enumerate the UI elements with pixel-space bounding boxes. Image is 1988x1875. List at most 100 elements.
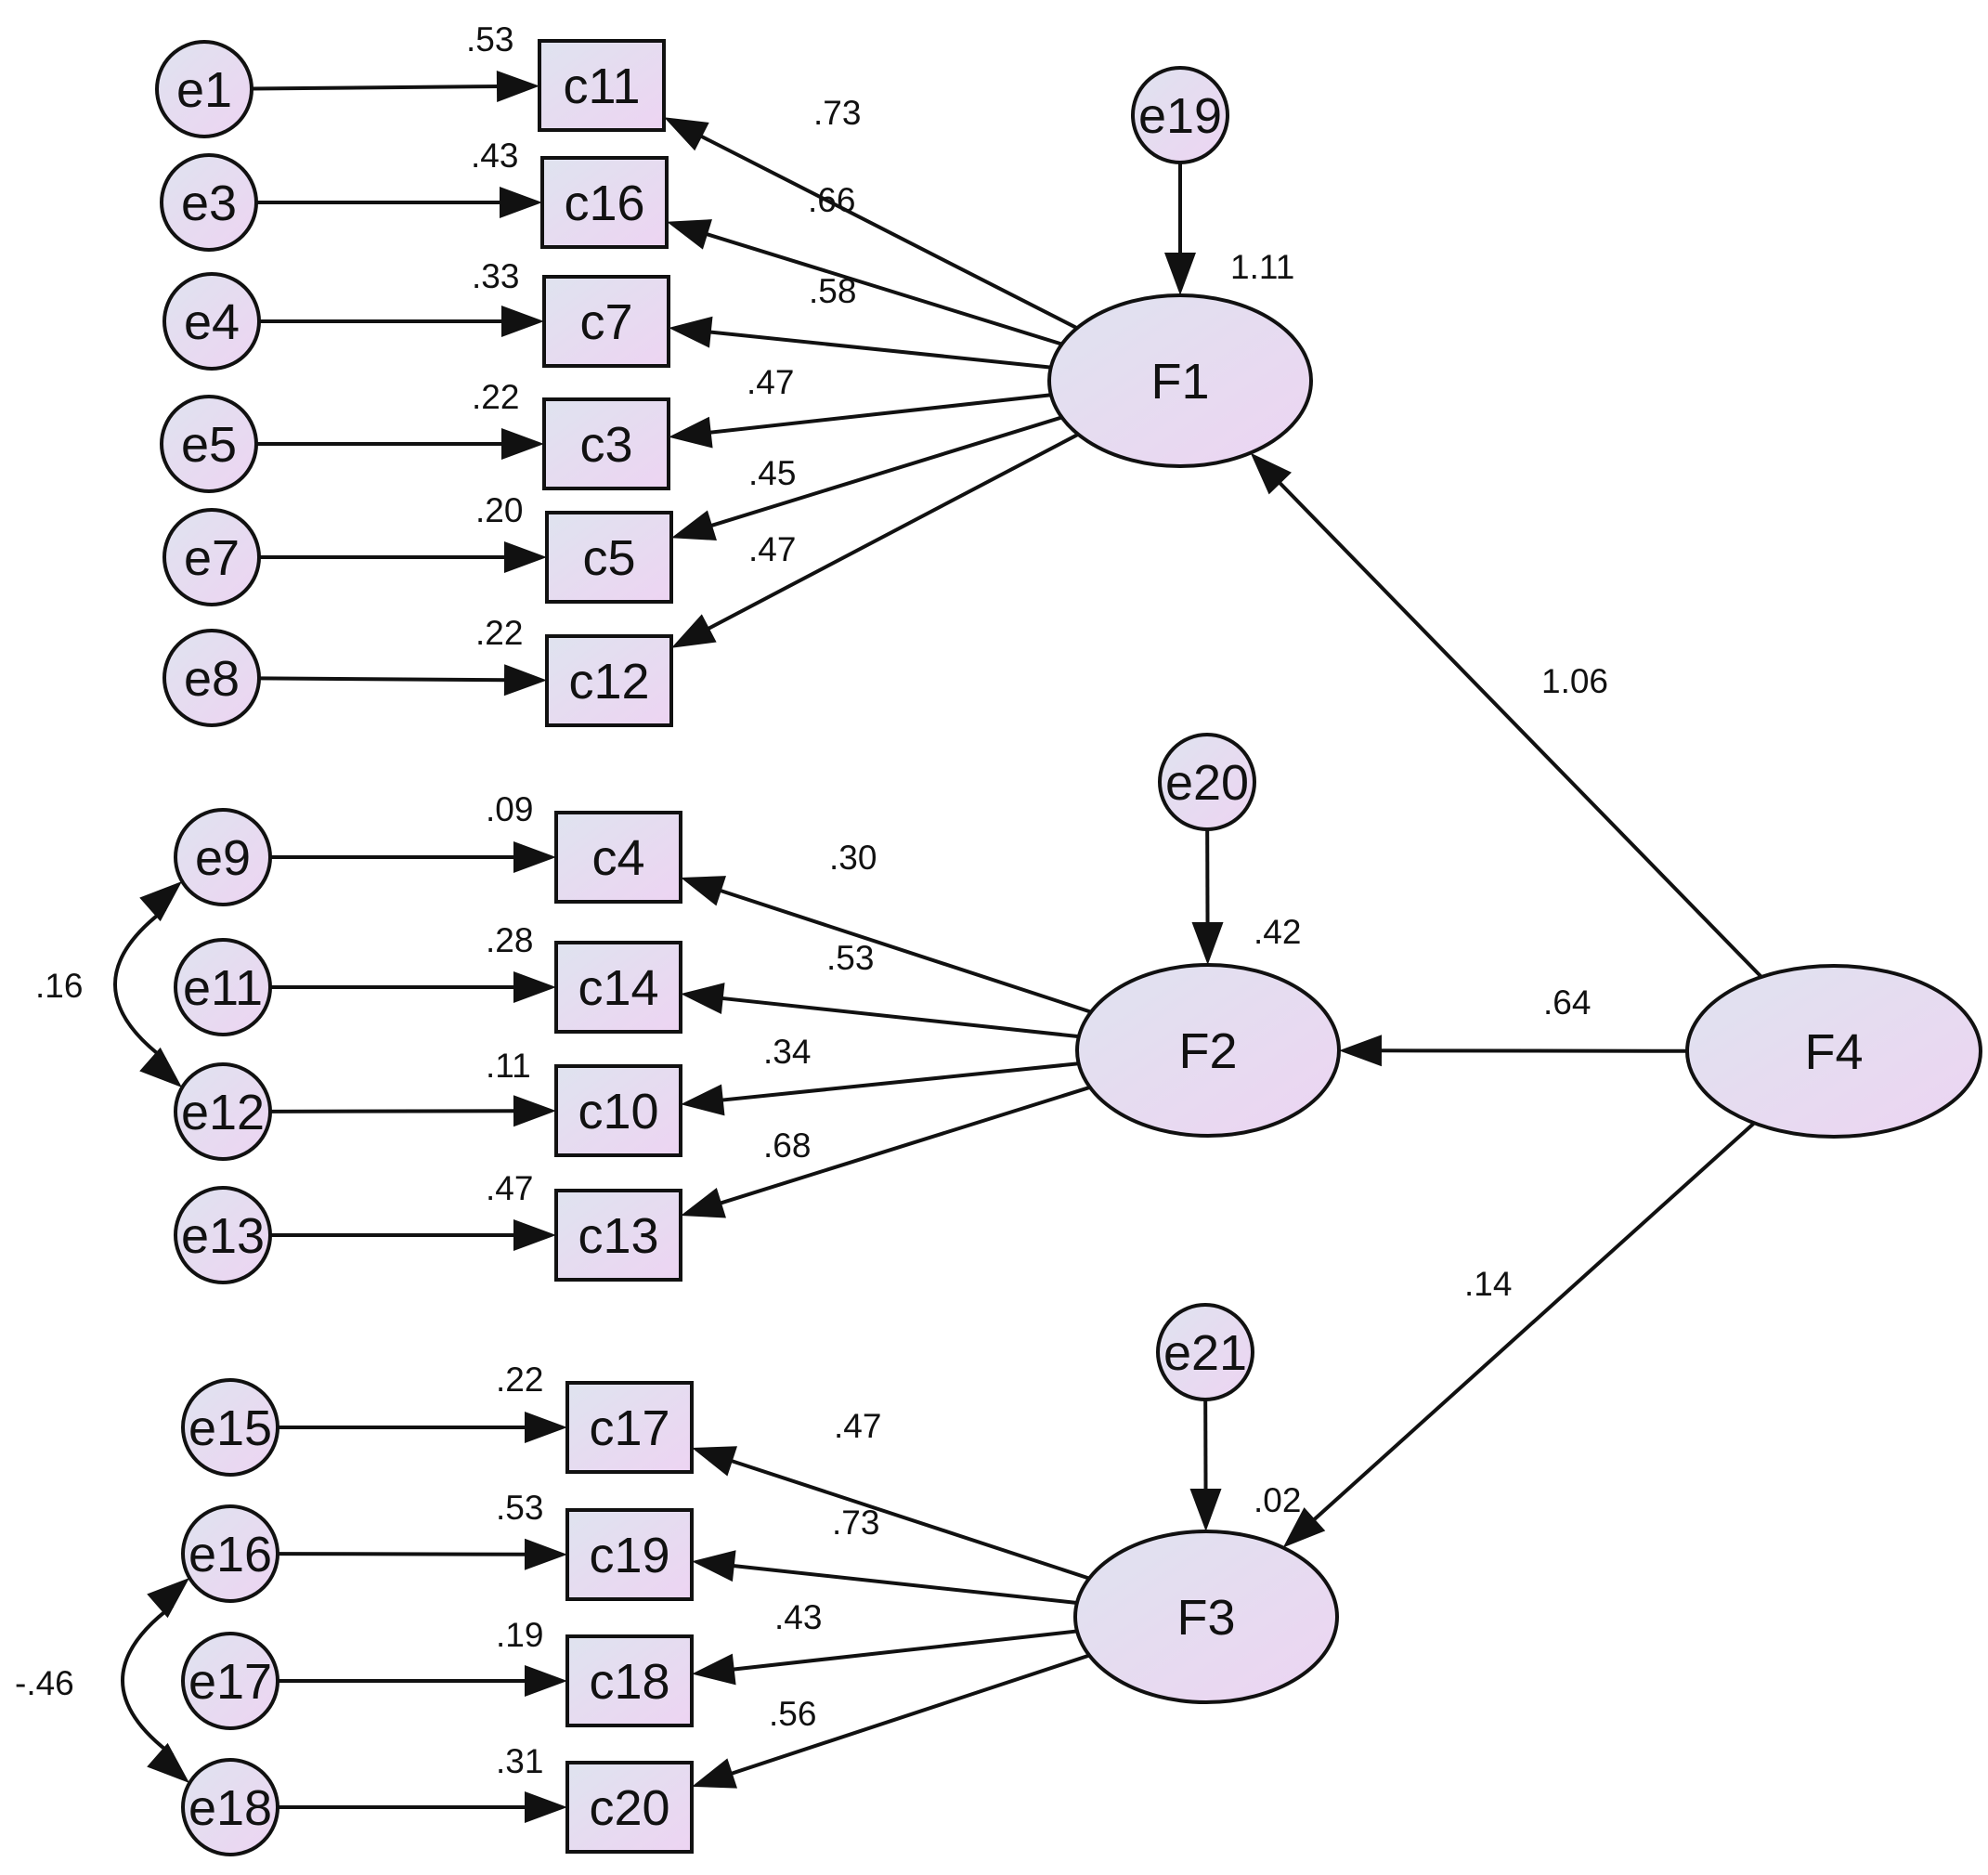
node-label: e3 <box>181 176 237 231</box>
squared-multiple-correlation: .11 <box>486 1047 531 1085</box>
node-c20: c20 <box>565 1761 694 1854</box>
arrowhead <box>1250 452 1292 495</box>
observed-variable-box <box>565 1381 694 1474</box>
squared-multiple-correlation: .19 <box>496 1616 543 1654</box>
error-term-circle <box>174 808 272 906</box>
squared-multiple-correlation: .53 <box>496 1489 543 1527</box>
arrowhead <box>681 1084 725 1116</box>
path-e7-to-c5 <box>259 541 547 573</box>
arrowhead <box>681 983 725 1014</box>
error-term-circle <box>155 40 253 138</box>
error-term-circle <box>181 1504 279 1603</box>
node-F2: F2 <box>1075 963 1341 1138</box>
squared-multiple-correlation: .20 <box>475 491 523 529</box>
node-c13: c13 <box>554 1189 682 1282</box>
arrowhead <box>525 1412 567 1443</box>
node-label: c19 <box>589 1528 669 1583</box>
path-F1-to-c11 <box>664 117 1078 331</box>
node-e1: e1 <box>155 40 253 138</box>
error-term-circle <box>162 629 261 727</box>
node-label: F4 <box>1804 1024 1863 1080</box>
arrowhead <box>139 881 182 922</box>
node-e9: e9 <box>174 808 272 906</box>
node-label: e20 <box>1165 755 1249 811</box>
arrowhead <box>500 187 542 218</box>
node-label: F2 <box>1178 1023 1237 1079</box>
arrowhead <box>692 1550 736 1582</box>
path-e21-to-F3 <box>1189 1399 1222 1532</box>
error-term-circle <box>162 508 261 606</box>
nodes-layer: e1e3e4e5e7e8e9e11e12e13e15e16e17e18e19e2… <box>155 39 1982 1856</box>
path-coefficient: .47 <box>748 530 796 568</box>
path-F1-to-c12 <box>671 432 1080 648</box>
path-line <box>703 432 1080 632</box>
path-coefficient: .47 <box>834 1407 881 1445</box>
path-F3-to-c20 <box>692 1653 1090 1789</box>
node-label: e21 <box>1163 1325 1247 1381</box>
node-label: e16 <box>188 1527 272 1582</box>
covariance-e9-e12 <box>113 881 182 1087</box>
path-e1-to-c11 <box>251 71 539 103</box>
error-term-circle <box>181 1758 279 1856</box>
arrowhead <box>496 71 539 103</box>
error-term-circle <box>174 938 272 1036</box>
covariance-arc <box>121 1604 175 1757</box>
node-e21: e21 <box>1156 1303 1254 1401</box>
node-label: c3 <box>579 417 632 473</box>
arrowhead <box>681 876 727 906</box>
path-F4-to-F2 <box>1338 1035 1688 1067</box>
observed-variable-box <box>545 634 673 727</box>
latent-factor-ellipse <box>1685 964 1982 1139</box>
path-line <box>726 1457 1090 1581</box>
path-e5-to-c3 <box>256 428 544 460</box>
path-coefficient: .34 <box>763 1033 811 1071</box>
node-c7: c7 <box>542 275 670 368</box>
error-term-circle <box>181 1378 279 1477</box>
squared-multiple-correlation: .22 <box>475 614 523 652</box>
arrowhead <box>692 1653 736 1686</box>
path-e8-to-c12 <box>258 664 547 697</box>
path-coefficient: .66 <box>808 181 855 219</box>
node-c16: c16 <box>540 156 669 249</box>
node-label: c13 <box>578 1208 658 1264</box>
observed-variable-box <box>554 1064 682 1157</box>
path-coefficient: .14 <box>1464 1265 1512 1303</box>
node-c5: c5 <box>545 511 673 604</box>
node-c12: c12 <box>545 634 673 727</box>
path-e4-to-c7 <box>259 306 544 337</box>
path-coefficient: .30 <box>829 839 877 877</box>
path-line <box>695 132 1078 331</box>
path-e12-to-c10 <box>269 1095 556 1127</box>
observed-variable-box <box>565 1634 694 1727</box>
node-label: e9 <box>195 830 251 886</box>
path-F1-to-c7 <box>669 316 1051 370</box>
arrowhead <box>671 510 717 540</box>
path-e18-to-c20 <box>278 1791 567 1823</box>
path-line <box>715 887 1092 1014</box>
node-label: e18 <box>188 1780 272 1836</box>
arrowhead <box>525 1791 567 1823</box>
node-F3: F3 <box>1073 1530 1339 1704</box>
arrowhead <box>513 1095 556 1127</box>
node-label: c4 <box>591 830 644 886</box>
observed-variable-box <box>538 39 666 132</box>
path-F4-to-F3 <box>1282 1121 1756 1548</box>
node-label: c16 <box>564 176 644 231</box>
squared-multiple-correlation: .47 <box>486 1169 533 1207</box>
squared-multiple-correlation: .22 <box>496 1361 543 1399</box>
node-c11: c11 <box>538 39 666 132</box>
node-c4: c4 <box>554 811 682 904</box>
arrowhead <box>501 428 544 460</box>
path-e11-to-c14 <box>270 971 556 1003</box>
node-c3: c3 <box>542 397 670 490</box>
node-e7: e7 <box>162 508 261 606</box>
labels-layer: .73.66.58.47.45.47.30.53.34.68.47.73.43.… <box>15 20 1608 1780</box>
node-F4: F4 <box>1685 964 1982 1139</box>
observed-variable-box <box>554 1189 682 1282</box>
node-c10: c10 <box>554 1064 682 1157</box>
node-e13: e13 <box>174 1186 272 1284</box>
squared-multiple-correlation: 1.11 <box>1230 248 1294 286</box>
arrowhead <box>504 541 547 573</box>
node-e16: e16 <box>181 1504 279 1603</box>
arrowhead <box>1189 1488 1222 1532</box>
